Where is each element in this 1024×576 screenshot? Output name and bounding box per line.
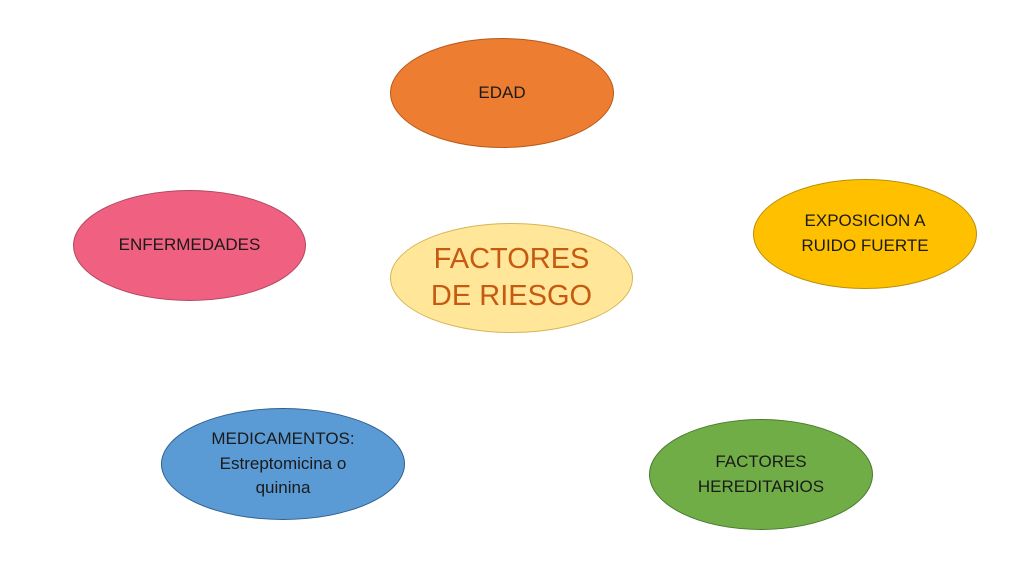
central-topic-line: DE RIESGO — [430, 280, 593, 312]
central-topic-text: FACTORES DE RIESGO — [431, 241, 592, 315]
factor-edad-text: EDAD — [478, 81, 525, 106]
factor-exposicion-ellipse: EXPOSICION A RUIDO FUERTE — [753, 179, 977, 289]
factor-hereditarios-line: FACTORES — [715, 451, 807, 471]
factor-hereditarios-text: FACTORES HEREDITARIOS — [698, 450, 824, 499]
factor-edad-ellipse: EDAD — [390, 38, 614, 148]
factor-medicamentos-ellipse: MEDICAMENTOS: Estreptomicina o quinina — [161, 408, 405, 520]
factor-enfermedades-text: ENFERMEDADES — [119, 233, 261, 258]
central-topic-line: FACTORES — [433, 242, 590, 275]
factor-enfermedades-line: ENFERMEDADES — [118, 235, 261, 255]
factor-medicamentos-line: MEDICAMENTOS: — [211, 429, 355, 449]
factor-edad-line: EDAD — [478, 82, 526, 102]
factor-exposicion-text: EXPOSICION A RUIDO FUERTE — [801, 209, 928, 258]
factor-hereditarios-ellipse: FACTORES HEREDITARIOS — [649, 419, 873, 530]
factor-medicamentos-text: MEDICAMENTOS: Estreptomicina o quinina — [211, 427, 354, 501]
factor-enfermedades-ellipse: ENFERMEDADES — [73, 190, 306, 301]
factor-medicamentos-line: Estreptomicina o — [219, 453, 347, 473]
factor-exposicion-line: RUIDO FUERTE — [801, 236, 929, 255]
central-topic-ellipse: FACTORES DE RIESGO — [390, 223, 633, 333]
factor-hereditarios-line: HEREDITARIOS — [697, 476, 825, 496]
factor-medicamentos-line: quinina — [255, 478, 311, 498]
factor-exposicion-line: EXPOSICION A — [804, 211, 926, 231]
